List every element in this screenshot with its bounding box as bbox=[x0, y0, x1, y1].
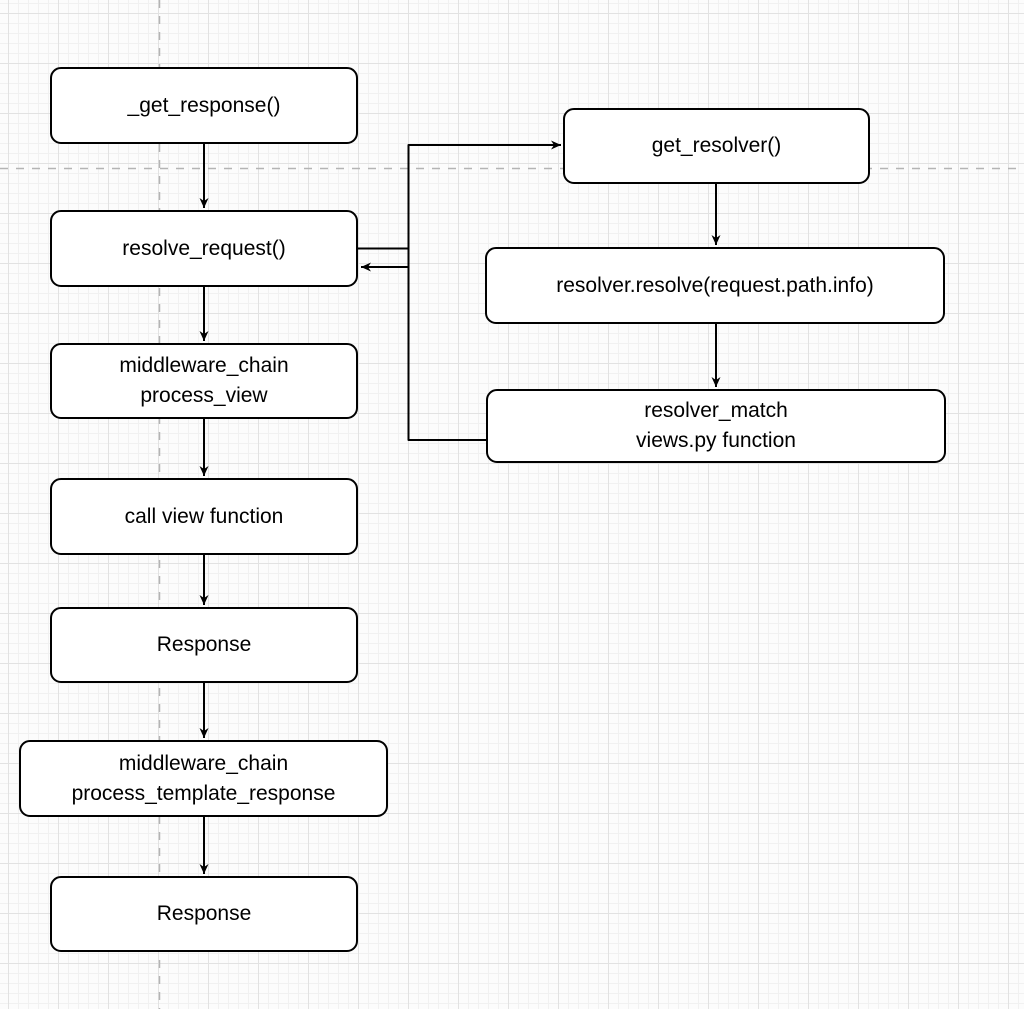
node-label: Response bbox=[156, 902, 252, 925]
node-call-view-function[interactable]: call view function bbox=[50, 478, 358, 555]
node-label: call view function bbox=[124, 504, 284, 528]
node-label-line: resolver_match bbox=[644, 399, 788, 422]
node-label-line: process_template_response bbox=[71, 781, 336, 805]
node-get-response[interactable]: _get_response() bbox=[50, 67, 358, 144]
node-resolver-match[interactable]: resolver_match views.py function bbox=[486, 389, 946, 463]
node-middleware-chain-process-template-response[interactable]: middleware_chain process_template_respon… bbox=[19, 740, 388, 817]
edge-resolve-request-to-get-resolver[interactable] bbox=[407, 140, 562, 441]
node-label-line: process_view bbox=[140, 384, 268, 407]
node-resolver-resolve[interactable]: resolver.resolve(request.path.info) bbox=[485, 247, 945, 324]
node-label: _get_response() bbox=[127, 93, 281, 117]
node-label: get_resolver() bbox=[651, 134, 782, 157]
node-get-resolver[interactable]: get_resolver() bbox=[563, 108, 870, 184]
node-response-1[interactable]: Response bbox=[50, 607, 358, 683]
node-middleware-chain-process-view[interactable]: middleware_chain process_view bbox=[50, 343, 358, 419]
node-label: Response bbox=[156, 633, 252, 656]
node-label: resolve_request() bbox=[122, 236, 286, 260]
node-resolve-request[interactable]: resolve_request() bbox=[50, 210, 358, 287]
node-label-line: middleware_chain bbox=[119, 354, 289, 377]
node-response-2[interactable]: Response bbox=[50, 876, 358, 952]
node-label: resolver.resolve(request.path.info) bbox=[556, 273, 874, 297]
node-label-line: views.py function bbox=[636, 429, 796, 452]
node-label-line: middleware_chain bbox=[118, 751, 289, 775]
